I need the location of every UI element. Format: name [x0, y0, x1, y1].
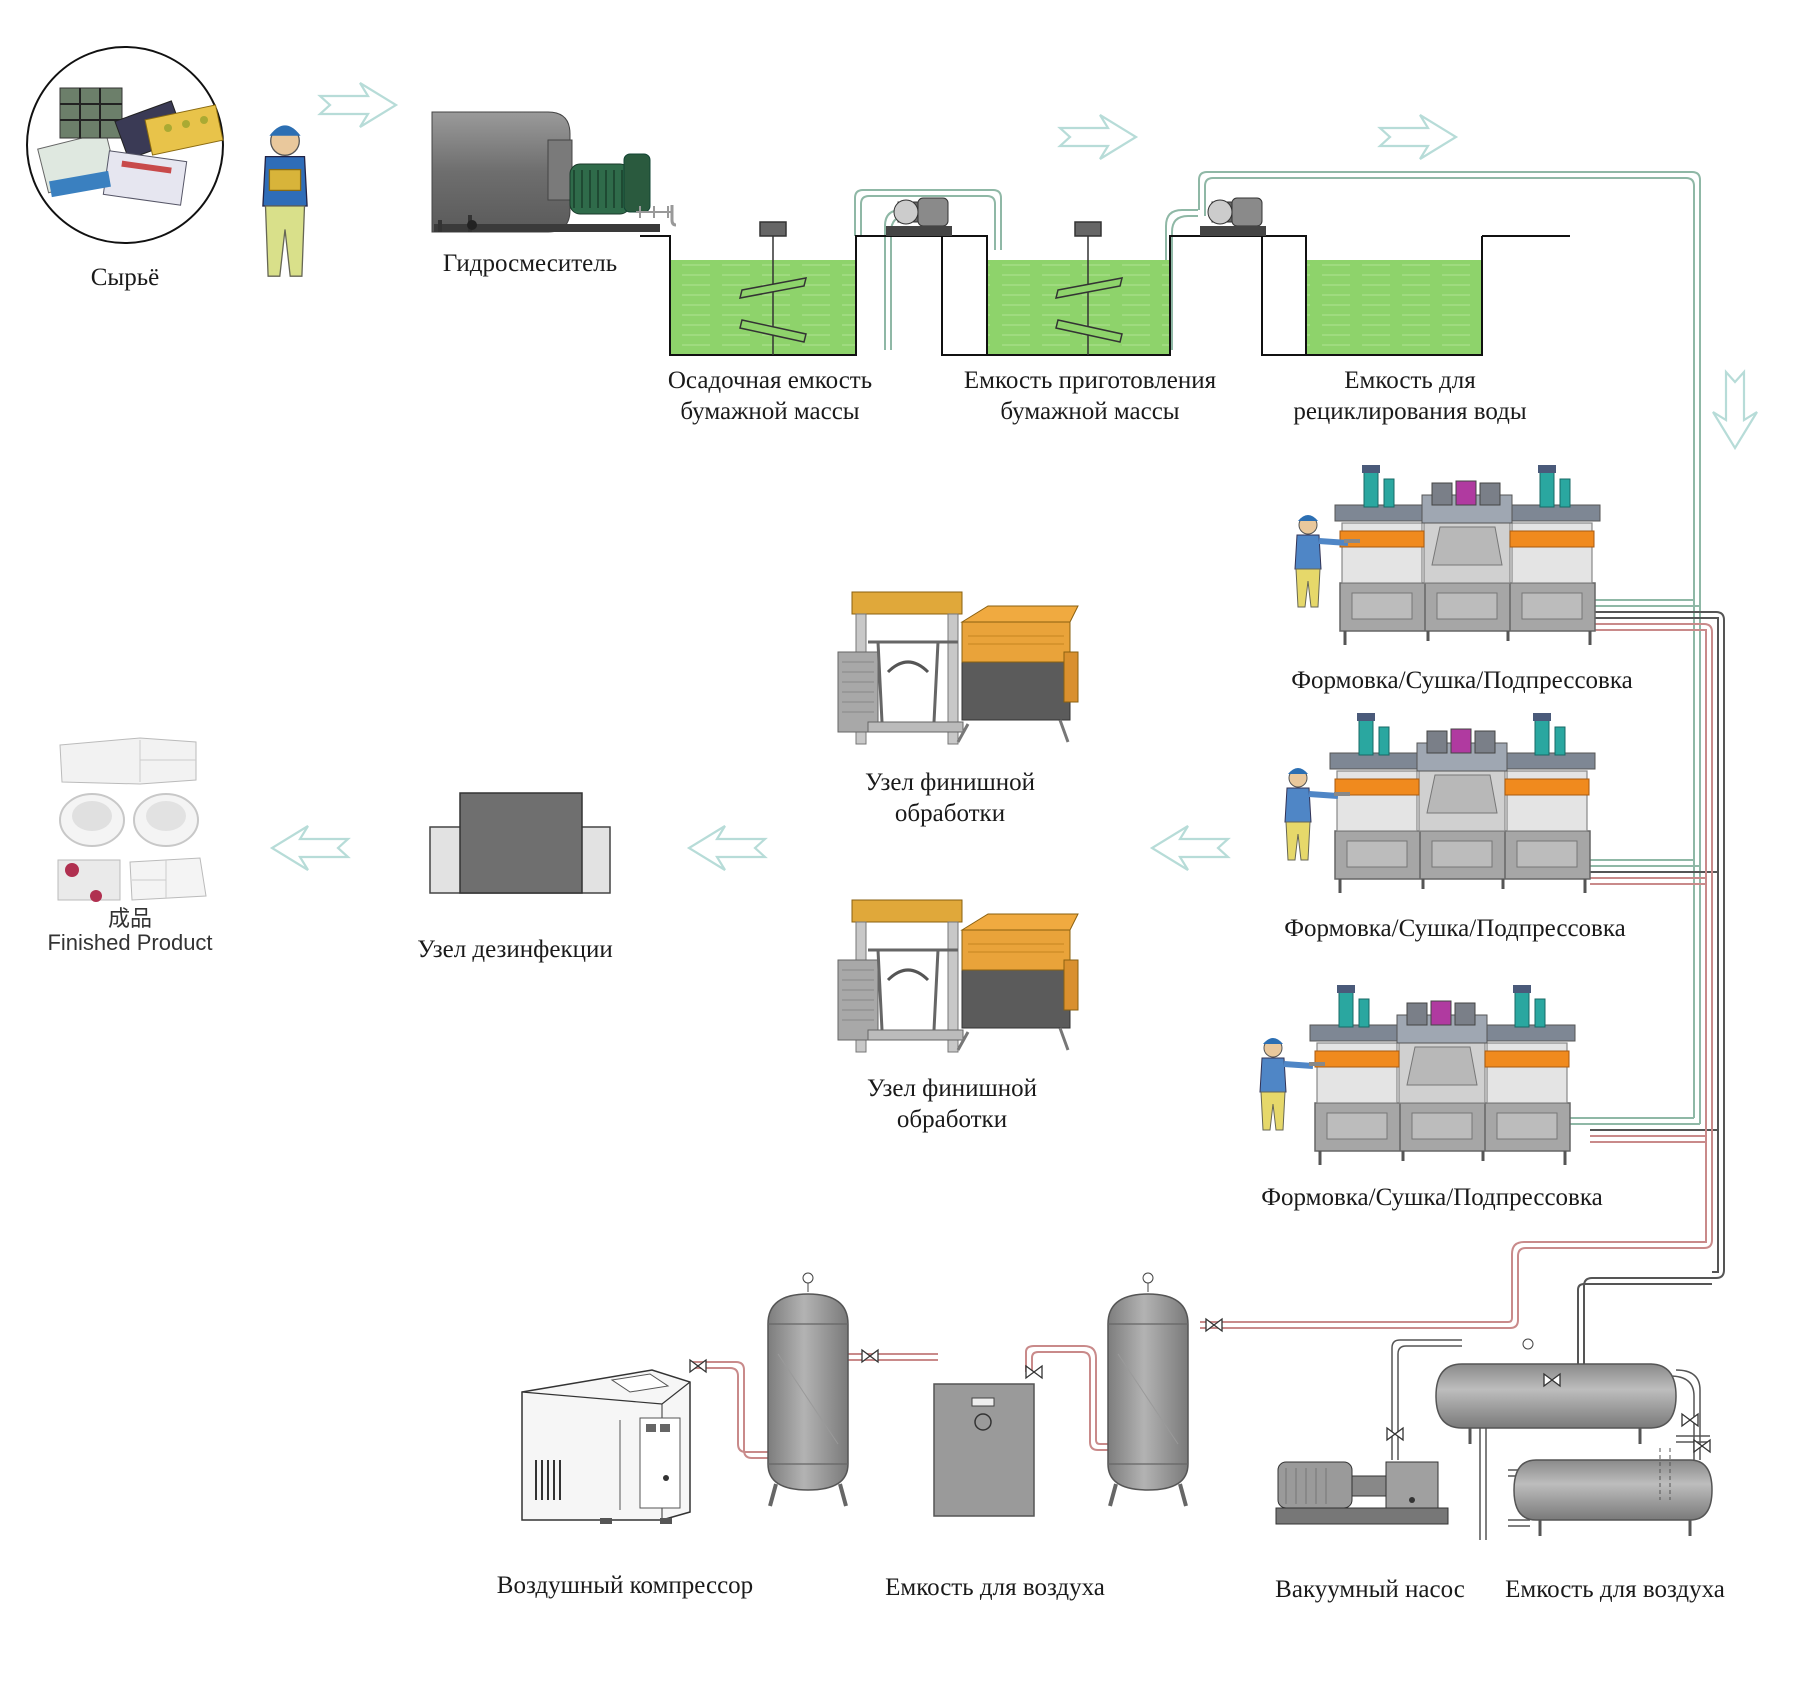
label-air-tank-1: Емкость для воздуха — [885, 1574, 1105, 1601]
disinfection-unit-icon — [429, 792, 611, 894]
air-tank-icon — [766, 1271, 850, 1508]
pulp-tanks — [640, 235, 1570, 356]
vacuum-pump-icon — [1275, 1461, 1449, 1525]
flow-arrow-icon — [318, 81, 398, 129]
label-mixer: Гидросмеситель — [442, 250, 618, 277]
vacuum-tank-icon — [1435, 1338, 1713, 1536]
label-forming-3: Формовка/Сушка/Подпрессовка — [1261, 1184, 1603, 1211]
filter-dryer-icon — [933, 1383, 1035, 1517]
forming-machine-icon — [1308, 983, 1577, 1167]
forming-machine-icon — [1333, 463, 1602, 647]
label-vacuum-pump: Вакуумный насос — [1275, 1576, 1465, 1603]
label-finished-cn: 成品 — [107, 906, 152, 931]
forming-machine-icon — [1328, 711, 1597, 895]
label-finished-en: Finished Product — [47, 930, 213, 955]
finishing-machine-icon — [836, 590, 1080, 746]
label-compressor: Воздушный компрессор — [496, 1572, 754, 1599]
air-compressor-icon — [521, 1369, 691, 1524]
label-raw: Сырьё — [90, 264, 160, 291]
pump-icon — [886, 197, 1266, 236]
finishing-machine-icon — [836, 898, 1080, 1054]
label-disinfection: Узел дезинфекции — [417, 936, 613, 963]
hydro-mixer-icon — [431, 111, 677, 233]
label-forming-2: Формовка/Сушка/Подпрессовка — [1284, 915, 1626, 942]
finished-product-icon — [57, 737, 207, 902]
label-air-tank-2: Емкость для воздуха — [1505, 1576, 1725, 1603]
worker-icon — [262, 125, 308, 277]
air-tank-icon — [1106, 1271, 1190, 1508]
raw-materials-icon — [26, 46, 224, 244]
agitator-icon — [738, 221, 1124, 355]
label-forming-1: Формовка/Сушка/Подпрессовка — [1291, 667, 1633, 694]
